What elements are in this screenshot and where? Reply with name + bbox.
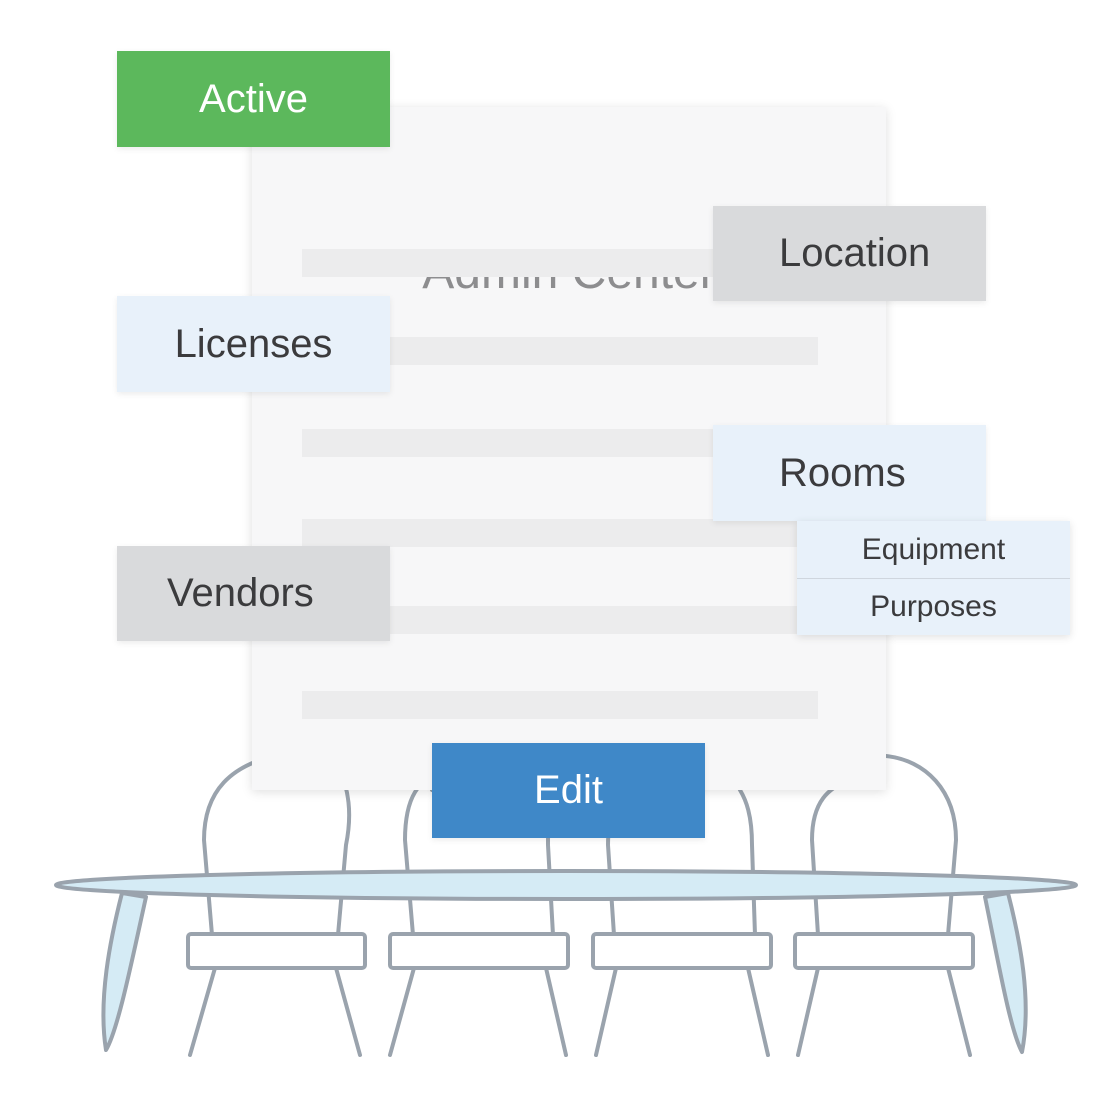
active-tag[interactable]: Active xyxy=(117,51,390,147)
rooms-tag[interactable]: Rooms xyxy=(713,425,986,521)
licenses-tag[interactable]: Licenses xyxy=(117,296,390,392)
vendors-tag[interactable]: Vendors xyxy=(117,546,390,641)
submenu-item-purposes[interactable]: Purposes xyxy=(797,578,1070,635)
placeholder-bar xyxy=(302,519,818,547)
rooms-submenu: Equipment Purposes xyxy=(797,521,1070,635)
placeholder-bar xyxy=(302,691,818,719)
location-tag[interactable]: Location xyxy=(713,206,986,301)
submenu-item-equipment[interactable]: Equipment xyxy=(861,532,1006,566)
edit-button[interactable]: Edit xyxy=(432,743,705,838)
